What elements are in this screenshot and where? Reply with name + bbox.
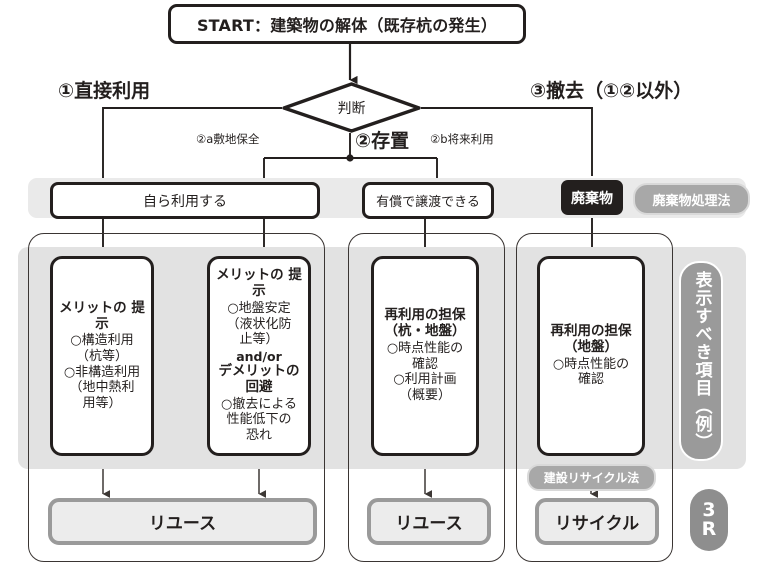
three-r-badge-top: 3 bbox=[702, 498, 716, 521]
display-items-vertical-text: 表示すべき項目（例） bbox=[691, 271, 712, 451]
route-label-keep-future: ②b将来利用 bbox=[430, 132, 494, 146]
result-recycle: リサイクル bbox=[535, 498, 659, 545]
category-waste: 廃棄物 bbox=[561, 180, 623, 215]
construction-recycling-law-label: 建設リサイクル法 bbox=[543, 471, 640, 485]
result-recycle-label: リサイクル bbox=[554, 514, 640, 534]
detail-box-ground-stability: メリットの 提示 ○地盤安定 （液状化防 止等） and/or デメリットの 回… bbox=[207, 256, 311, 456]
detail-title: メリットの 提示 bbox=[59, 299, 145, 332]
detail-connector-text: and/or bbox=[236, 349, 282, 364]
route-label-direct-use: ①直接利用 bbox=[58, 80, 151, 102]
waste-law-label: 廃棄物処理法 bbox=[652, 193, 731, 209]
detail-title: 再利用の担保 （地盤） bbox=[550, 322, 632, 355]
detail-subtitle: デメリットの 回避 bbox=[218, 363, 300, 395]
detail-box-reuse-assurance-ground: 再利用の担保 （地盤） ○時点性能の 確認 bbox=[537, 256, 645, 456]
start-label: START：建築物の解体（既存杭の発生） bbox=[196, 16, 498, 35]
detail-lines: ○時点性能の 確認 bbox=[552, 356, 630, 388]
start-node: START：建築物の解体（既存杭の発生） bbox=[168, 4, 526, 44]
category-sellable-label: 有償で譲渡できる bbox=[376, 195, 480, 210]
detail-box-reuse-assurance-pile-ground: 再利用の担保 （杭・地盤） ○時点性能の 確認 ○利用計画 （概要） bbox=[371, 256, 479, 456]
detail-box-structural-use: メリットの 提示 ○構造利用 （杭等） ○非構造利用 （地中熱利 用等） bbox=[50, 256, 154, 456]
route-label-keep: ②存置 bbox=[355, 130, 410, 152]
display-items-vertical-label: 表示すべき項目（例） bbox=[679, 261, 723, 461]
detail-lines: ○構造利用 （杭等） ○非構造利用 （地中熱利 用等） bbox=[63, 333, 141, 411]
route-label-keep-site: ②a敷地保全 bbox=[196, 132, 260, 146]
panel-waste bbox=[516, 233, 673, 562]
route-label-removal: ③撤去（①②以外） bbox=[530, 80, 693, 102]
category-waste-label: 廃棄物 bbox=[571, 190, 613, 207]
category-sellable: 有償で譲渡できる bbox=[362, 182, 494, 219]
detail-title: 再利用の担保 （杭・地盤） bbox=[384, 307, 466, 340]
three-r-badge: 3 R bbox=[690, 489, 728, 551]
result-reuse-left: リユース bbox=[48, 498, 317, 545]
detail-lines: ○地盤安定 （液状化防 止等） bbox=[226, 301, 292, 348]
result-reuse-left-label: リユース bbox=[148, 514, 217, 534]
three-r-badge-bottom: R bbox=[701, 518, 717, 540]
panel-self-use bbox=[28, 233, 325, 562]
construction-recycling-law-badge: 建設リサイクル法 bbox=[527, 464, 656, 491]
detail-lines: ○時点性能の 確認 ○利用計画 （概要） bbox=[386, 341, 464, 404]
waste-law-badge: 廃棄物処理法 bbox=[633, 183, 750, 215]
category-self-use-label: 自ら利用する bbox=[143, 193, 227, 210]
panel-sellable bbox=[348, 233, 505, 562]
detail-lines-secondary: ○撤去による 性能低下の 恐れ bbox=[221, 396, 297, 444]
category-self-use: 自ら利用する bbox=[50, 182, 320, 219]
result-reuse-mid-label: リユース bbox=[395, 514, 463, 534]
detail-title: メリットの 提示 bbox=[216, 267, 302, 300]
result-reuse-mid: リユース bbox=[367, 498, 491, 545]
